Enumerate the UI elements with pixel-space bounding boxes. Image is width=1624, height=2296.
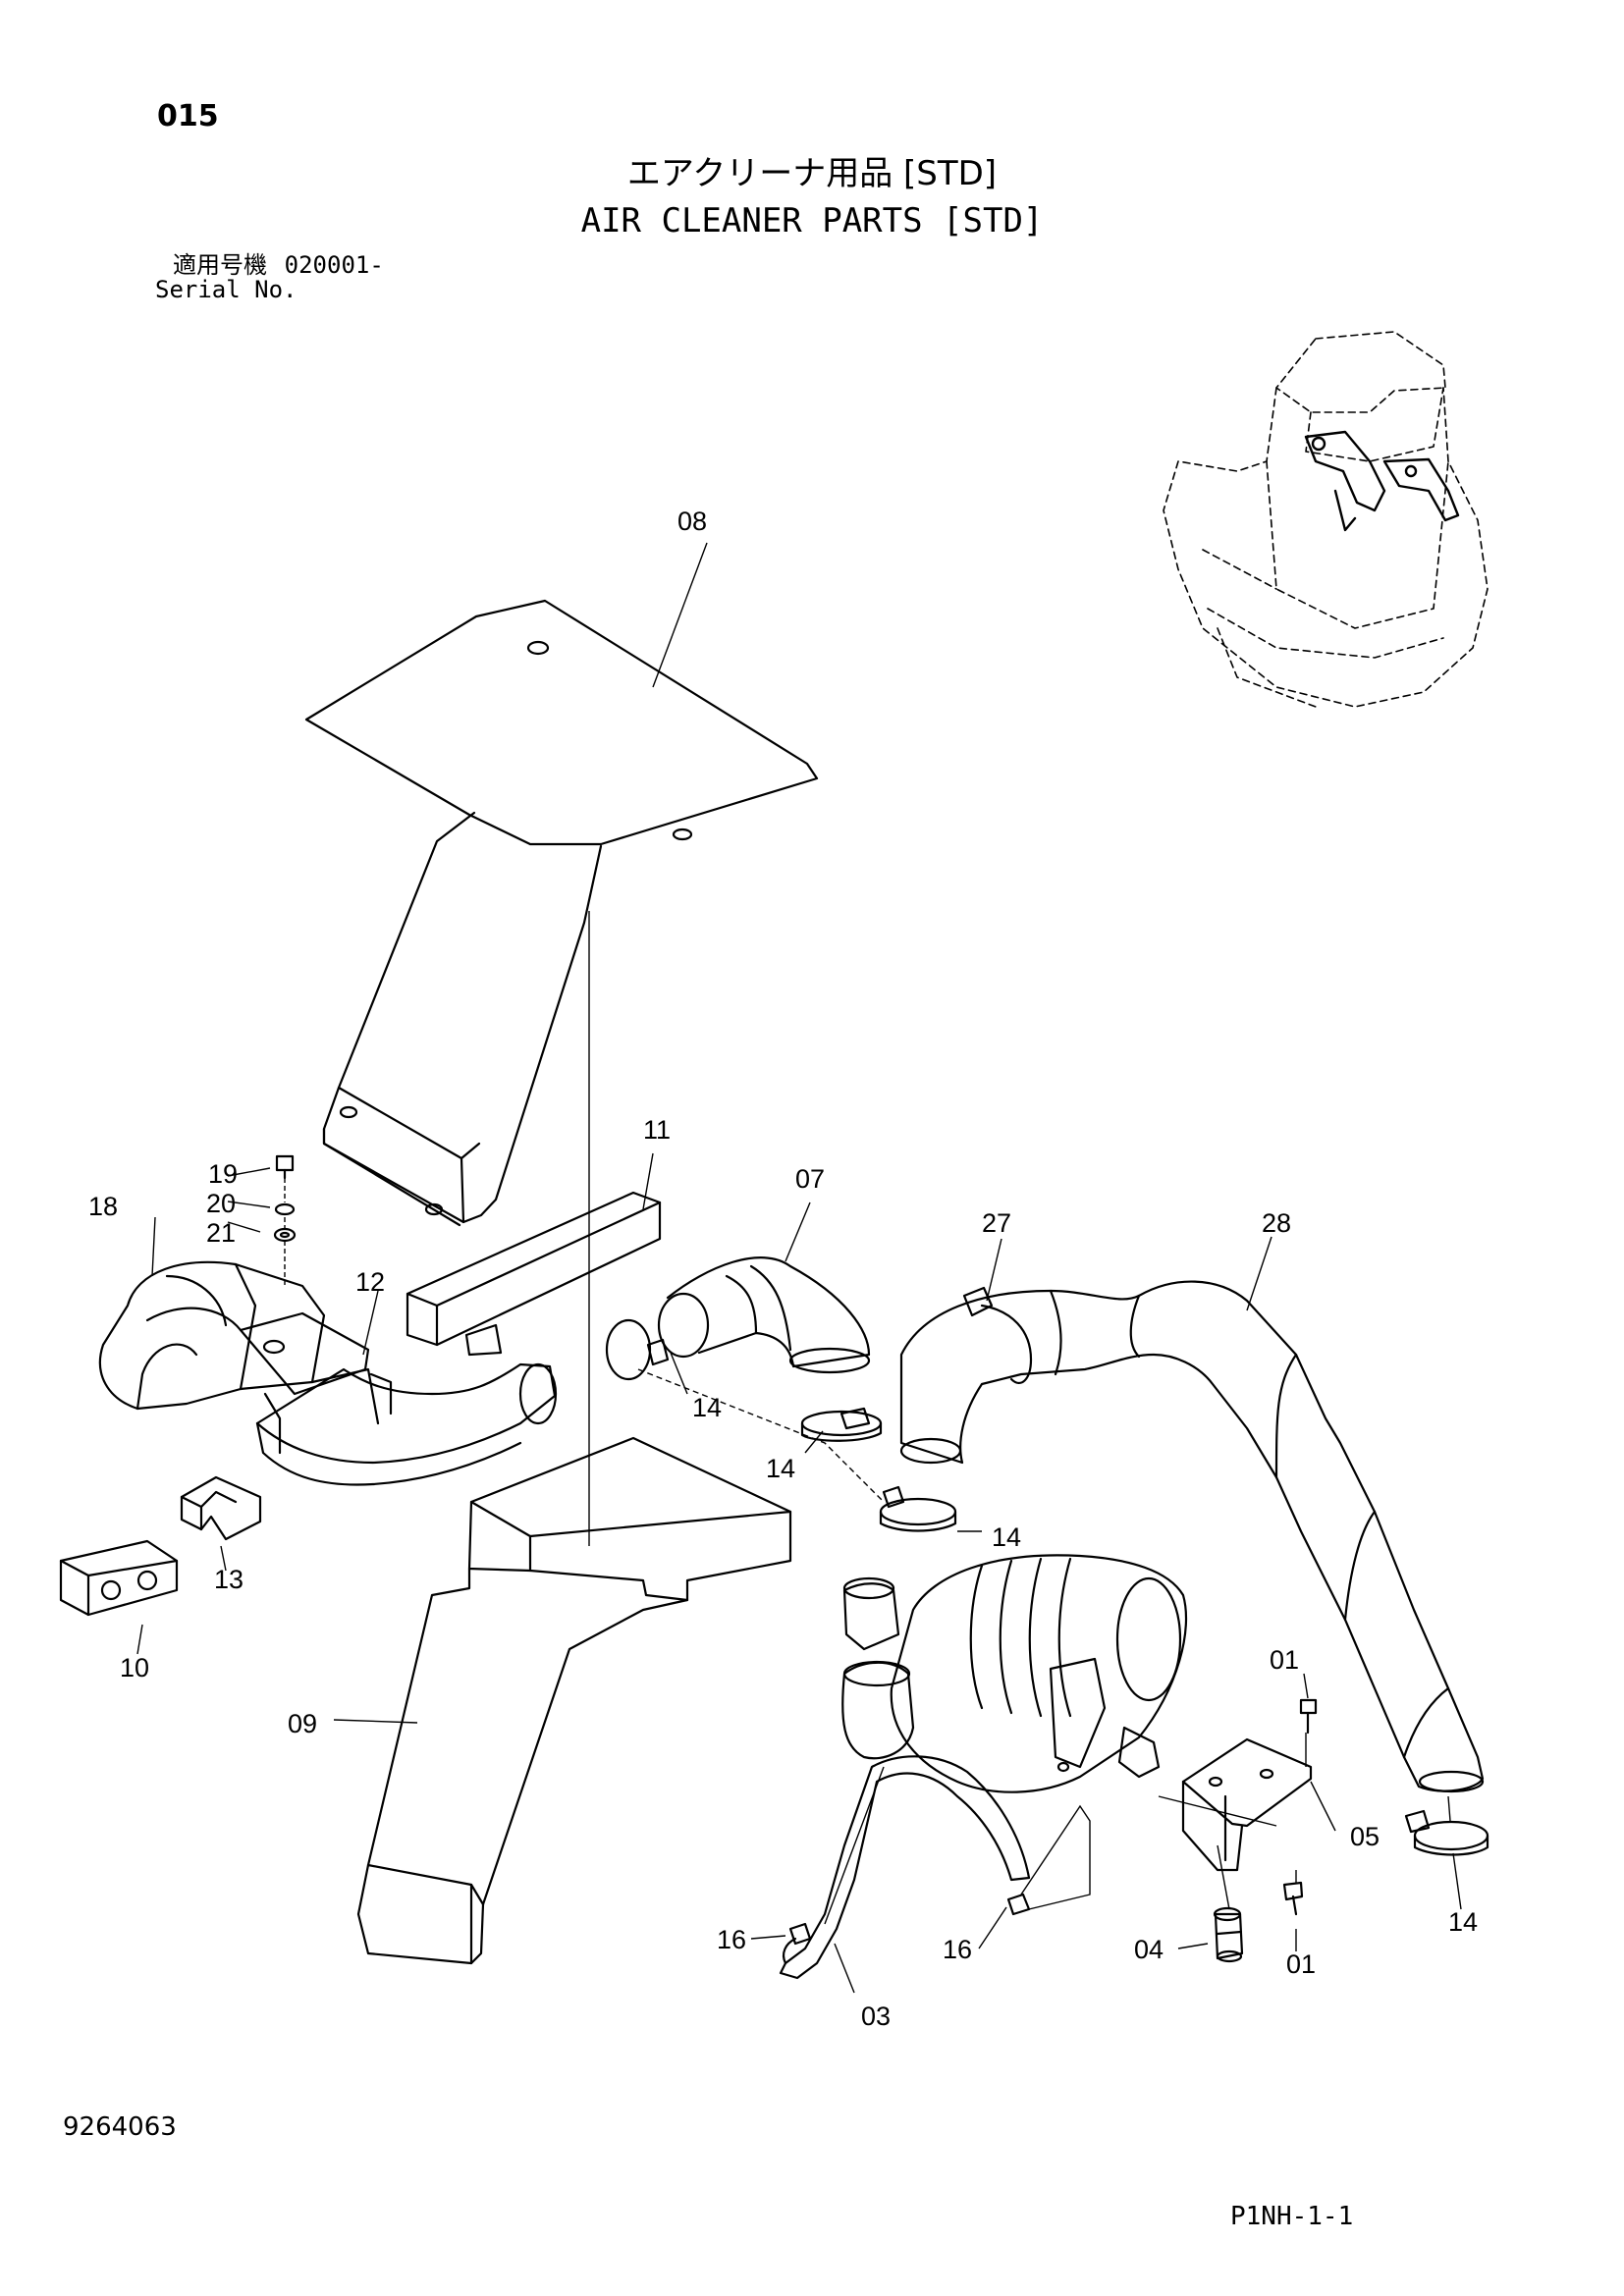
callout-14-upper: 14	[692, 1393, 722, 1422]
part-08-plate	[304, 599, 819, 1227]
serial-value: 020001-	[284, 251, 384, 279]
part-14-clamp-mid	[800, 1407, 883, 1442]
callout-19: 19	[208, 1159, 238, 1189]
sheet-reference: P1NH-1-1	[1230, 2202, 1354, 2231]
document-number: 9264063	[63, 2112, 177, 2142]
callout-05: 05	[1350, 1822, 1380, 1851]
callout-12: 12	[355, 1267, 385, 1297]
callout-07: 07	[795, 1164, 825, 1194]
part-21-washer	[273, 1227, 297, 1243]
callout-16-left: 16	[717, 1925, 746, 1954]
part-10-block	[59, 1539, 179, 1617]
part-13-block	[180, 1475, 262, 1541]
air-cleaner-assembly	[841, 1554, 1188, 1793]
part-14-clamp-upper	[605, 1318, 670, 1381]
part-09-panel	[356, 1436, 792, 1965]
callout-10: 10	[120, 1653, 149, 1682]
callout-27: 27	[982, 1208, 1011, 1238]
inset-highlight	[1304, 430, 1460, 532]
callout-04: 04	[1134, 1935, 1164, 1964]
serial-label-english: Serial No.	[155, 276, 298, 303]
part-01-bolt-upper	[1299, 1698, 1318, 1735]
leader-lines	[136, 542, 1462, 1994]
part-11-block	[406, 1191, 662, 1357]
part-05-bracket	[1181, 1737, 1313, 1872]
page-number: 015	[157, 99, 219, 133]
part-16-clip-left	[788, 1922, 812, 1946]
callout-14-mid: 14	[766, 1454, 795, 1483]
callout-14-right: 14	[1448, 1907, 1478, 1937]
part-14-clamp-right	[1404, 1809, 1489, 1856]
callout-08: 08	[677, 507, 707, 536]
title-english: AIR CLEANER PARTS [STD]	[580, 201, 1044, 240]
part-14-clamp-lower	[879, 1485, 957, 1532]
callout-labels: 08 11 07 19 20 21 18 12 27 28 14 14 14 1…	[88, 507, 1478, 2031]
callout-14-lower: 14	[992, 1522, 1021, 1552]
callout-01-lower: 01	[1286, 1949, 1316, 1979]
callout-16-right: 16	[943, 1935, 972, 1964]
part-18-duct-end	[98, 1260, 326, 1411]
callout-09: 09	[288, 1709, 317, 1738]
callout-01-upper: 01	[1270, 1645, 1299, 1675]
callout-18: 18	[88, 1192, 118, 1221]
part-19-bolt	[275, 1154, 295, 1180]
part-16-clip-right	[1006, 1893, 1031, 1916]
machine-overview-inset	[1163, 331, 1489, 708]
callout-20: 20	[206, 1189, 236, 1218]
callout-21: 21	[206, 1218, 236, 1248]
serial-label-japanese: 適用号機 020001-	[173, 253, 384, 277]
part-28-long-hose	[899, 1280, 1485, 1793]
part-03-hose	[779, 1755, 1031, 1980]
callout-13: 13	[214, 1565, 244, 1594]
part-01-bolt-lower	[1282, 1881, 1304, 1916]
part-07-elbow-hose	[657, 1256, 871, 1374]
callout-11: 11	[643, 1115, 671, 1145]
part-27-clamp	[962, 1286, 1033, 1384]
callout-28: 28	[1262, 1208, 1291, 1238]
part-12-duct-body	[239, 1311, 558, 1486]
serial-label-jp-text: 適用号機	[173, 251, 267, 279]
part-20-washer	[274, 1202, 296, 1216]
title-japanese: エアクリーナ用品 [STD]	[626, 154, 998, 193]
part-04-mount	[1213, 1906, 1244, 1963]
callout-03: 03	[861, 2002, 891, 2031]
